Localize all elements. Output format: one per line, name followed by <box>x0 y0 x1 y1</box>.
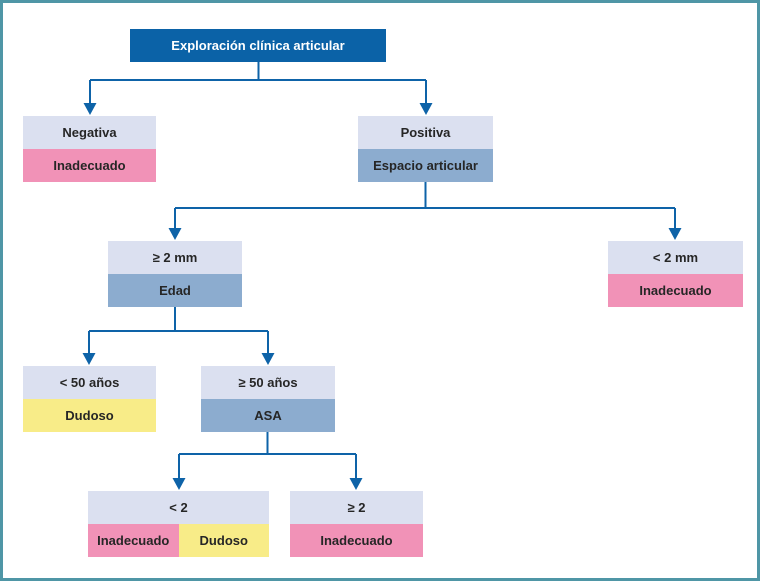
connector-root-to-row2 <box>89 62 427 104</box>
node-negativa: Negativa Inadecuado <box>23 116 156 182</box>
node-ge2mm: ≥ 2 mm Edad <box>108 241 242 307</box>
node-positiva: Positiva Espacio articular <box>358 116 493 182</box>
node-root-title: Exploración clínica articular <box>130 29 386 62</box>
arrowhead-lt2mm <box>668 228 682 240</box>
arrowhead-asa-lt2 <box>172 478 186 490</box>
connector-lines <box>82 62 682 490</box>
node-asa-ge2: ≥ 2 Inadecuado <box>290 491 423 557</box>
result-split: Inadecuado Dudoso <box>88 524 269 557</box>
result-lt2mm-inadecuado: Inadecuado <box>608 274 743 307</box>
arrowhead-negativa <box>83 103 97 115</box>
condition-negativa: Negativa <box>23 116 156 149</box>
criterion-asa: ASA <box>201 399 335 432</box>
criterion-edad: Edad <box>108 274 242 307</box>
connector-asa-to-row5 <box>178 432 357 479</box>
result-negativa-inadecuado: Inadecuado <box>23 149 156 182</box>
result-asa-ge2-inadecuado: Inadecuado <box>290 524 423 557</box>
condition-asa-lt2: < 2 <box>88 491 269 524</box>
arrowhead-asa-ge2 <box>349 478 363 490</box>
condition-asa-ge2: ≥ 2 <box>290 491 423 524</box>
condition-ge50: ≥ 50 años <box>201 366 335 399</box>
result-lt50-dudoso: Dudoso <box>23 399 156 432</box>
connector-edad-to-row4 <box>88 307 269 354</box>
condition-ge2mm: ≥ 2 mm <box>108 241 242 274</box>
node-lt50: < 50 años Dudoso <box>23 366 156 432</box>
condition-lt50: < 50 años <box>23 366 156 399</box>
node-asa-lt2: < 2 Inadecuado Dudoso <box>88 491 269 557</box>
node-lt2mm: < 2 mm Inadecuado <box>608 241 743 307</box>
result-asa-lt2-inadecuado: Inadecuado <box>88 524 179 557</box>
connector-espacio-to-row3 <box>174 182 676 229</box>
arrowhead-ge50 <box>261 353 275 365</box>
condition-lt2mm: < 2 mm <box>608 241 743 274</box>
arrowhead-ge2mm <box>168 228 182 240</box>
arrowhead-lt50 <box>82 353 96 365</box>
node-ge50: ≥ 50 años ASA <box>201 366 335 432</box>
criterion-espacio-articular: Espacio articular <box>358 149 493 182</box>
condition-positiva: Positiva <box>358 116 493 149</box>
result-asa-lt2-dudoso: Dudoso <box>178 524 269 557</box>
arrowhead-positiva <box>419 103 433 115</box>
